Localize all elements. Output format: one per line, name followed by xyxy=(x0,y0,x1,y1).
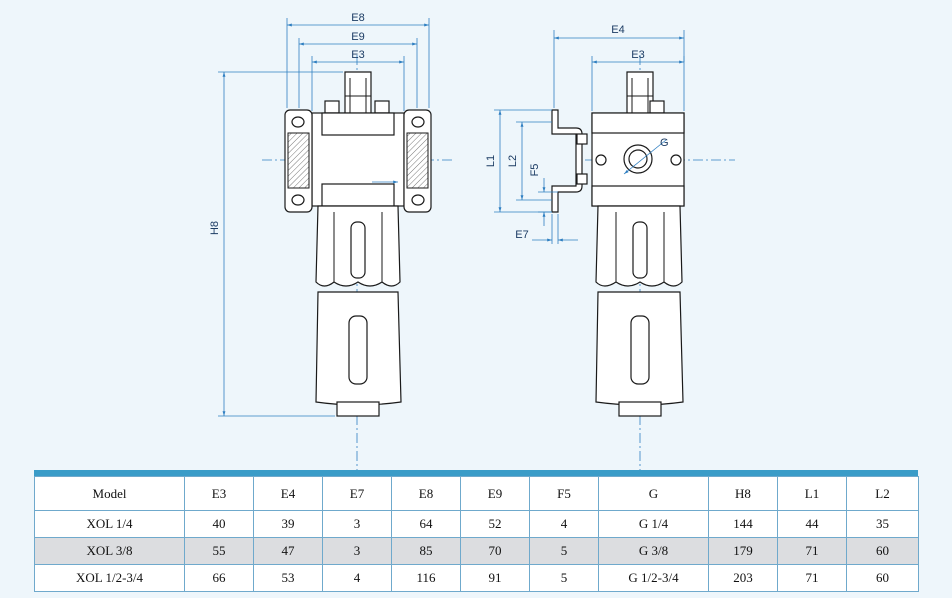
col-header-l1: L1 xyxy=(777,476,847,511)
table-cell: 3 xyxy=(322,537,392,565)
table-cell: 71 xyxy=(777,564,847,592)
table-cell: 40 xyxy=(184,510,254,538)
dim-l1-label: L1 xyxy=(485,155,497,167)
table-cell: 3 xyxy=(322,510,392,538)
col-header-l2: L2 xyxy=(846,476,919,511)
dim-h8-label: H8 xyxy=(209,221,221,235)
col-header-model: Model xyxy=(34,476,185,511)
dim-e9-label: E9 xyxy=(351,31,364,43)
table-row: XOL 1/4 40 39 3 64 52 4 G 1/4 144 44 35 xyxy=(34,510,919,538)
table-cell: 4 xyxy=(322,564,392,592)
table-cell: 85 xyxy=(391,537,461,565)
table-cell: 5 xyxy=(529,537,599,565)
technical-drawing: E8 E9 E3 H8 G xyxy=(209,12,735,470)
table-cell: XOL 1/2-3/4 xyxy=(34,564,185,592)
table-accent-bar xyxy=(34,470,918,476)
table-cell: 53 xyxy=(253,564,323,592)
dim-f5-label: F5 xyxy=(529,164,541,177)
table-cell: 203 xyxy=(708,564,778,592)
dim-e8-label: E8 xyxy=(351,12,364,24)
spec-table-container: Model E3 E4 E7 E8 E9 F5 G H8 L1 L2 XOL 1… xyxy=(34,470,919,592)
table-cell: 5 xyxy=(529,564,599,592)
left-view: E8 E9 E3 H8 xyxy=(209,12,455,470)
table-cell: G 1/2-3/4 xyxy=(598,564,709,592)
col-header-e4: E4 xyxy=(253,476,323,511)
table-cell: 116 xyxy=(391,564,461,592)
table-row: XOL 3/8 55 47 3 85 70 5 G 3/8 179 71 60 xyxy=(34,537,919,565)
table-cell: 47 xyxy=(253,537,323,565)
table-cell: 71 xyxy=(777,537,847,565)
col-header-g: G xyxy=(598,476,709,511)
table-row: XOL 1/2-3/4 66 53 4 116 91 5 G 1/2-3/4 2… xyxy=(34,564,919,592)
dim-e3-label: E3 xyxy=(351,49,364,61)
col-header-f5: F5 xyxy=(529,476,599,511)
col-header-e7: E7 xyxy=(322,476,392,511)
table-cell: 64 xyxy=(391,510,461,538)
table-cell: 144 xyxy=(708,510,778,538)
col-header-h8: H8 xyxy=(708,476,778,511)
dim-l2-label: L2 xyxy=(507,155,519,167)
right-view: G E4 E3 L1 L2 xyxy=(485,24,735,470)
table-cell: G 1/4 xyxy=(598,510,709,538)
table-cell: 52 xyxy=(460,510,530,538)
col-header-e3: E3 xyxy=(184,476,254,511)
dim-e7-label: E7 xyxy=(515,229,528,241)
spec-table: Model E3 E4 E7 E8 E9 F5 G H8 L1 L2 XOL 1… xyxy=(34,476,919,592)
table-cell: 39 xyxy=(253,510,323,538)
table-cell: G 3/8 xyxy=(598,537,709,565)
dim-e3-right-label: E3 xyxy=(631,49,644,61)
table-cell: 60 xyxy=(846,564,919,592)
dim-g-label: G xyxy=(660,137,669,149)
table-cell: 60 xyxy=(846,537,919,565)
table-cell: 91 xyxy=(460,564,530,592)
table-cell: 35 xyxy=(846,510,919,538)
table-cell: 55 xyxy=(184,537,254,565)
table-cell: XOL 3/8 xyxy=(34,537,185,565)
table-cell: 179 xyxy=(708,537,778,565)
dim-e4-label: E4 xyxy=(611,24,624,36)
table-cell: 66 xyxy=(184,564,254,592)
table-cell: XOL 1/4 xyxy=(34,510,185,538)
table-header-row: Model E3 E4 E7 E8 E9 F5 G H8 L1 L2 xyxy=(34,476,919,511)
col-header-e8: E8 xyxy=(391,476,461,511)
col-header-e9: E9 xyxy=(460,476,530,511)
table-cell: 4 xyxy=(529,510,599,538)
table-cell: 70 xyxy=(460,537,530,565)
table-cell: 44 xyxy=(777,510,847,538)
